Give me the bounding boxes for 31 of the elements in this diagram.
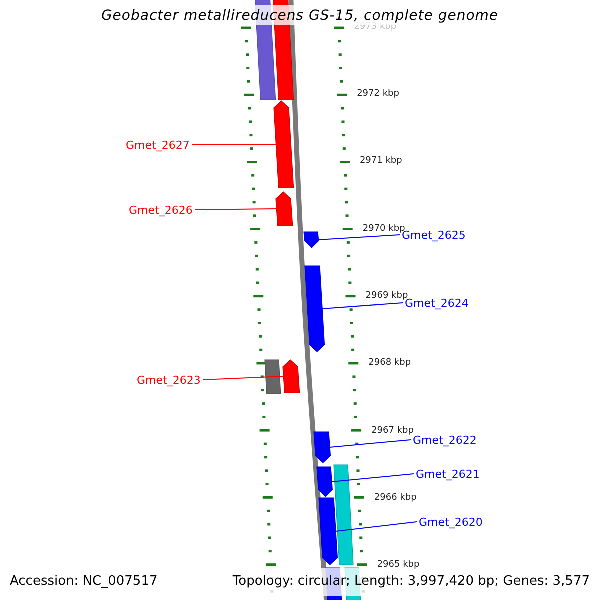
gene-feature [314,432,332,464]
scale-label: 2966 kbp [374,494,417,503]
leader-line [329,440,412,448]
gene-bar [334,464,354,566]
accession-text: Accession: NC_007517 [10,575,158,588]
leader-line [335,522,418,532]
leader-line [331,474,414,482]
scale-label: 2971 kbp [360,157,402,166]
gene-feature [282,360,300,394]
gene-label: Gmet_2621 [416,468,480,480]
gene-feature [304,266,326,352]
scale-label: 2972 kbp [357,90,400,99]
gene-feature [274,100,294,188]
leader-line [322,302,404,310]
gene-label: Gmet_2622 [413,434,477,446]
scale-label: 2967 kbp [372,427,414,436]
leader-line [202,376,284,380]
gene-label: Gmet_2627 [126,140,190,150]
leader-line [318,234,400,240]
genome-info-text: Topology: circular; Length: 3,997,420 bp; Genes: 3,577 [232,575,590,588]
gene-feature [276,192,294,226]
leader-line [194,208,278,210]
gene-label: Gmet_2623 [137,374,201,386]
gene-bar [264,360,282,394]
scale-label: 2968 kbp [368,359,412,368]
leader-line [192,144,277,146]
gene-label: Gmet_2620 [419,516,483,528]
scale-label: 2965 kbp [377,561,420,570]
gene-label: Gmet_2626 [129,204,193,216]
gene-feature [304,232,320,248]
scale-label: 2973 kbp [354,23,397,32]
